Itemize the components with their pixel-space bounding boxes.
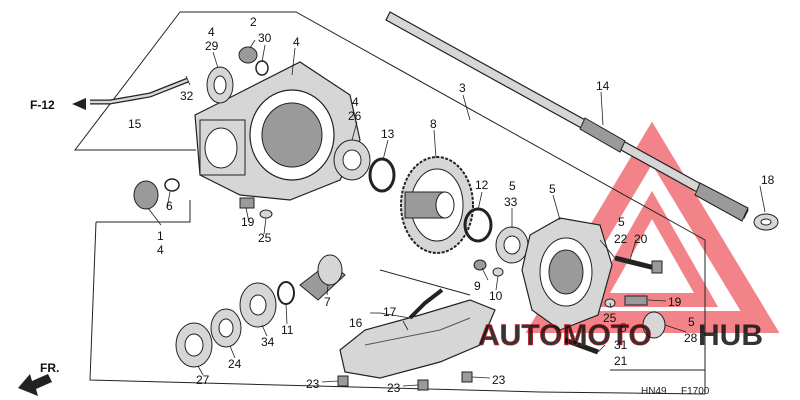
bolt-part: [239, 197, 255, 209]
callout-24: 24: [228, 357, 242, 371]
watermark-text-left: AUTOMOTO: [478, 319, 652, 352]
ref-f12: F-12: [30, 98, 55, 112]
bearing-part: [133, 180, 159, 210]
hose-part: [408, 288, 444, 320]
callout-27: 27: [196, 373, 210, 387]
callout-17: 17: [383, 305, 397, 319]
callout-5: 5: [688, 315, 695, 329]
callout-15: 15: [128, 117, 142, 131]
bearing-part-hole: [342, 149, 362, 171]
ref-front: FR.: [40, 361, 59, 375]
callout-23: 23: [387, 381, 401, 395]
callout-11: 11: [281, 323, 294, 337]
bearing-part-hole: [249, 294, 267, 316]
callout-14: 14: [596, 79, 610, 93]
callout-19: 19: [668, 295, 682, 309]
bearing-part-hole: [503, 235, 521, 255]
callout-22: 22: [614, 232, 628, 246]
circlip-part: [255, 60, 269, 76]
callout-31: 31: [614, 338, 628, 352]
bolt-part: [337, 375, 349, 387]
spacer-ring-part: [368, 157, 396, 193]
callout-23: 23: [492, 373, 506, 387]
oil-seal-part-hole: [213, 75, 227, 95]
callout-5: 5: [618, 215, 625, 229]
callout-2: 2: [250, 15, 257, 29]
part-callouts: 4 29 2 30 4 32 15 3 14 4 26 13 8 12 5 33…: [128, 15, 775, 395]
callout-4: 4: [352, 95, 359, 109]
callout-29: 29: [205, 39, 219, 53]
drive-shaft: [385, 11, 749, 222]
callout-6: 6: [166, 199, 173, 213]
callout-3: 3: [459, 81, 466, 95]
callout-26: 26: [348, 109, 362, 123]
bearing-part: [238, 46, 258, 64]
callout-12: 12: [475, 178, 489, 192]
pinion-gear: [299, 254, 346, 301]
callout-10: 10: [489, 289, 503, 303]
callout-30: 30: [258, 31, 272, 45]
callout-21: 21: [614, 354, 628, 368]
front-arrow-icon: [18, 374, 52, 396]
callout-4: 4: [208, 25, 215, 39]
callout-4: 4: [157, 243, 164, 257]
callout-19: 19: [241, 215, 255, 229]
leader-lines: [147, 39, 766, 387]
ring-gear: [400, 156, 474, 254]
washer-part: [492, 267, 504, 277]
callout-34: 34: [261, 335, 275, 349]
callout-20: 20: [634, 232, 648, 246]
callout-5: 5: [549, 182, 556, 196]
washer-part-hole: [760, 218, 772, 226]
bolt-part: [564, 337, 599, 355]
oil-seal-part-hole: [218, 318, 234, 338]
bolt-part: [461, 371, 473, 383]
callout-4: 4: [293, 35, 300, 49]
callout-23: 23: [306, 377, 320, 391]
watermark-text-right: HUB: [698, 319, 763, 352]
skid-plate: [339, 299, 496, 379]
callout-7: 7: [324, 295, 331, 309]
callout-25: 25: [258, 231, 272, 245]
callout-32: 32: [180, 89, 194, 103]
bolt-part: [624, 295, 648, 306]
callout-9: 9: [474, 279, 481, 293]
shim-part: [277, 281, 295, 305]
callout-5: 5: [620, 321, 627, 335]
callout-5: 5: [509, 179, 516, 193]
nut-part: [473, 259, 487, 271]
diagram-code-left: HN49: [641, 386, 667, 397]
lock-nut-part-hole: [184, 333, 204, 357]
bolt-head-part: [651, 260, 663, 274]
assembly-frame: [73, 11, 706, 395]
callout-13: 13: [381, 127, 395, 141]
o-ring-part: [164, 178, 180, 192]
callout-8: 8: [430, 117, 437, 131]
breather-tube: [72, 77, 189, 110]
callout-28: 28: [684, 331, 698, 345]
callout-18: 18: [761, 173, 775, 187]
washer-part: [259, 209, 273, 219]
callout-33: 33: [504, 195, 518, 209]
callout-16: 16: [349, 316, 363, 330]
bolt-part: [614, 255, 656, 271]
diagram-code-right: F1700: [681, 386, 710, 397]
callout-25: 25: [603, 311, 617, 325]
gear-case-housing: [194, 61, 361, 201]
gear-case-cover: [521, 217, 613, 331]
bolt-part: [417, 379, 429, 391]
callout-1: 1: [157, 229, 164, 243]
